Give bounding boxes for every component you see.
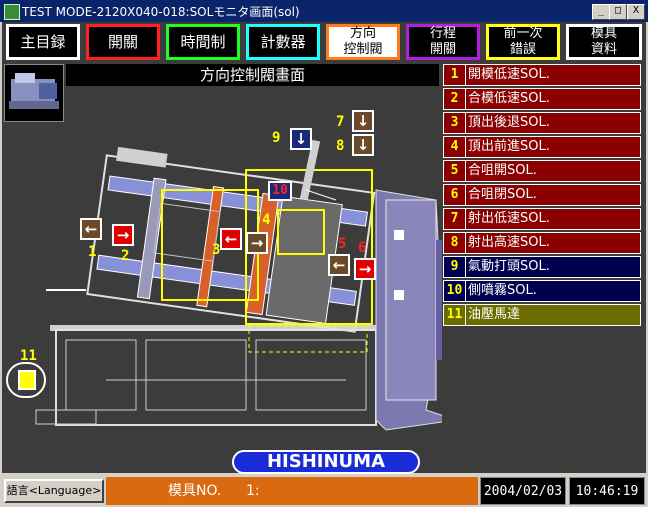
sol-number: 5	[444, 161, 466, 181]
marker-9: 9	[272, 130, 281, 146]
marker-10: 10	[268, 181, 292, 201]
sol-label: 頂出後退SOL.	[468, 115, 550, 130]
tab-direction-valve[interactable]: 方向 控制閥	[326, 24, 400, 60]
motor-body	[6, 362, 46, 398]
maximize-button[interactable]: □	[609, 4, 627, 20]
tab-mold-data[interactable]: 模具 資料	[566, 24, 642, 60]
motor-indicator[interactable]	[18, 370, 36, 390]
sol-number: 6	[444, 185, 466, 205]
screen-title: 方向控制閥畫面	[66, 64, 439, 86]
mold-value: 1:	[246, 483, 260, 499]
sol4-right-arrow[interactable]: →	[246, 232, 268, 254]
marker-8: 8	[336, 138, 345, 154]
sol-label: 合模低速SOL.	[468, 91, 550, 106]
sol-number: 8	[444, 233, 466, 253]
machine-thumbnail-icon	[9, 73, 59, 109]
sol-number: 1	[444, 65, 466, 85]
sol-number: 4	[444, 137, 466, 157]
hydraulic-motor: 11	[6, 348, 46, 402]
sol8-down-arrow[interactable]: ↓	[352, 134, 374, 156]
marker-2: 2	[121, 248, 130, 264]
marker-11: 11	[20, 348, 37, 364]
minimize-button[interactable]: _	[592, 4, 610, 20]
tab-switch[interactable]: 開關	[86, 24, 160, 60]
marker-6: 6	[358, 240, 367, 256]
sol-number: 7	[444, 209, 466, 229]
machine-thumbnail	[4, 64, 64, 122]
sol-label: 油壓馬達	[468, 307, 521, 322]
marker-3: 3	[212, 242, 221, 258]
marker-5: 5	[338, 236, 347, 252]
sol-label: 氣動打頭SOL.	[468, 259, 550, 274]
title-bar: TEST MODE-2120X040-018:SOLモニタ画面(sol) _ □…	[0, 0, 648, 22]
time-display: 10:46:19	[569, 477, 645, 505]
mold-label: 模具NO.	[168, 483, 222, 499]
sol1-left-arrow[interactable]: ←	[80, 218, 102, 240]
marker-4: 4	[262, 212, 271, 228]
sol-number: 2	[444, 89, 466, 109]
mold-number-bar: 模具NO. 1:	[106, 477, 478, 505]
window-title: TEST MODE-2120X040-018:SOLモニタ画面(sol)	[22, 5, 300, 19]
language-button[interactable]: 語言<Language>	[4, 479, 104, 503]
sol-label: 合咀開SOL.	[468, 163, 537, 178]
sol-label: 側噴霧SOL.	[468, 283, 537, 298]
sol-number: 3	[444, 113, 466, 133]
tab-previous-error[interactable]: 前一次 錯誤	[486, 24, 560, 60]
sol7-down-arrow[interactable]: ↓	[352, 110, 374, 132]
sol-number: 10	[444, 281, 466, 301]
sol2-right-arrow[interactable]: →	[112, 224, 134, 246]
tab-timer[interactable]: 時間制	[166, 24, 240, 60]
sol-label: 射出高速SOL.	[468, 235, 550, 250]
sol-label: 射出低速SOL.	[468, 211, 550, 226]
machine-diagram	[35, 139, 442, 431]
sol3-left-arrow[interactable]: ←	[220, 228, 242, 250]
sol5-left-arrow[interactable]: ←	[328, 254, 350, 276]
sol-label: 頂出前進SOL.	[468, 139, 550, 154]
tab-main-menu[interactable]: 主目録	[6, 24, 80, 60]
marker-1: 1	[88, 244, 97, 260]
sol-label: 開模低速SOL.	[468, 67, 550, 82]
tab-counter[interactable]: 計數器	[246, 24, 320, 60]
date-display: 2004/02/03	[480, 477, 566, 505]
app-icon	[4, 4, 20, 20]
sol6-right-arrow[interactable]: →	[354, 258, 376, 280]
sol-number: 9	[444, 257, 466, 277]
close-button[interactable]: X	[627, 4, 645, 20]
sol-label: 合咀閉SOL.	[468, 187, 537, 202]
marker-7: 7	[336, 114, 345, 130]
hishinuma-logo: HISHINUMA	[232, 450, 420, 474]
tab-stroke-switch[interactable]: 行程 開關	[406, 24, 480, 60]
sol-number: 11	[444, 305, 466, 325]
sol9-down-arrow[interactable]: ↓	[290, 128, 312, 150]
